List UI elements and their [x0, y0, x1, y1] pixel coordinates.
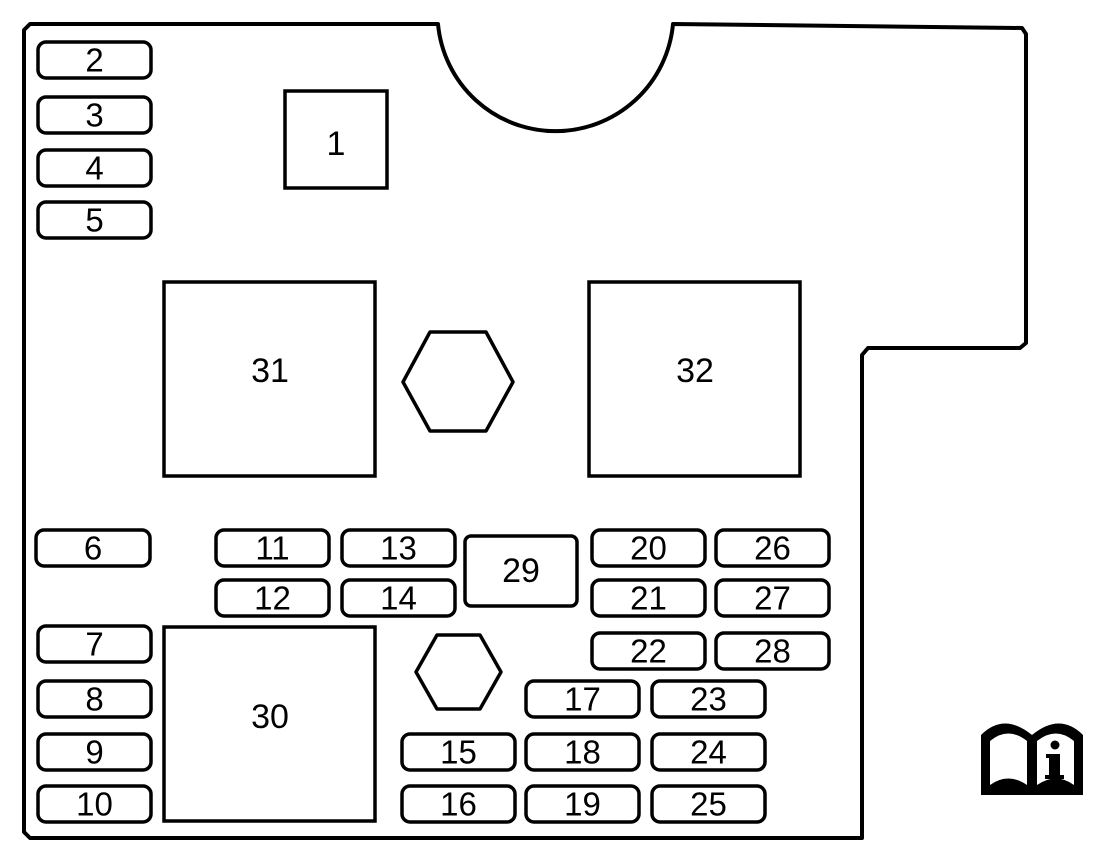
svg-text:2: 2 — [85, 42, 103, 79]
fuse-14[interactable]: 14 — [340, 578, 457, 618]
fuse-4[interactable]: 4 — [36, 148, 153, 188]
fuse-group: 2 3 4 5 6 7 8 9 10 11 12 13 14 15 16 17 … — [34, 40, 831, 824]
svg-text:22: 22 — [630, 633, 667, 670]
relay-group: 1 29 30 31 32 — [162, 89, 802, 823]
svg-text:28: 28 — [754, 633, 791, 670]
relay-29[interactable]: 29 — [463, 534, 579, 608]
fuse-21[interactable]: 21 — [590, 578, 707, 618]
fuse-18[interactable]: 18 — [524, 732, 641, 772]
fuse-22[interactable]: 22 — [590, 631, 707, 671]
fuse-5[interactable]: 5 — [36, 200, 153, 240]
svg-text:3: 3 — [85, 97, 103, 134]
fuse-28[interactable]: 28 — [714, 631, 831, 671]
svg-text:9: 9 — [85, 734, 103, 771]
svg-text:20: 20 — [630, 530, 667, 567]
relay-31[interactable]: 31 — [162, 280, 377, 478]
fuse-9[interactable]: 9 — [36, 732, 153, 772]
svg-text:13: 13 — [380, 530, 417, 567]
mounting-stud-upper — [401, 330, 515, 433]
svg-text:7: 7 — [85, 626, 103, 663]
svg-text:18: 18 — [564, 734, 601, 771]
svg-text:23: 23 — [690, 681, 727, 718]
svg-text:17: 17 — [564, 681, 601, 718]
fuse-24[interactable]: 24 — [650, 732, 767, 772]
svg-text:8: 8 — [85, 681, 103, 718]
fuse-17[interactable]: 17 — [524, 679, 641, 719]
relay-32[interactable]: 32 — [587, 280, 802, 478]
fuse-25[interactable]: 25 — [650, 784, 767, 824]
svg-text:10: 10 — [76, 786, 113, 823]
fuse-13[interactable]: 13 — [340, 528, 457, 568]
fuse-2[interactable]: 2 — [36, 40, 153, 80]
fuse-20[interactable]: 20 — [590, 528, 707, 568]
svg-text:16: 16 — [440, 786, 477, 823]
svg-text:5: 5 — [85, 202, 103, 239]
svg-text:4: 4 — [85, 150, 103, 187]
fuse-15[interactable]: 15 — [400, 732, 517, 772]
fuse-16[interactable]: 16 — [400, 784, 517, 824]
svg-text:15: 15 — [440, 734, 477, 771]
relay-30[interactable]: 30 — [162, 625, 377, 823]
fuse-26[interactable]: 26 — [714, 528, 831, 568]
svg-text:12: 12 — [254, 580, 291, 617]
fuse-27[interactable]: 27 — [714, 578, 831, 618]
svg-text:30: 30 — [251, 698, 289, 736]
fuse-19[interactable]: 19 — [524, 784, 641, 824]
fuse-8[interactable]: 8 — [36, 679, 153, 719]
svg-text:21: 21 — [630, 580, 667, 617]
svg-text:19: 19 — [564, 786, 601, 823]
fuse-6[interactable]: 6 — [34, 528, 152, 568]
svg-text:11: 11 — [255, 530, 289, 567]
svg-text:1: 1 — [327, 125, 346, 163]
fuse-11[interactable]: 11 — [214, 528, 331, 568]
svg-text:6: 6 — [84, 530, 102, 567]
fuse-23[interactable]: 23 — [650, 679, 767, 719]
fuse-10[interactable]: 10 — [36, 784, 153, 824]
relay-1[interactable]: 1 — [283, 89, 389, 190]
svg-text:24: 24 — [690, 734, 727, 771]
svg-text:25: 25 — [690, 786, 727, 823]
fuse-7[interactable]: 7 — [36, 624, 153, 664]
svg-text:31: 31 — [251, 352, 289, 390]
svg-text:14: 14 — [380, 580, 417, 617]
mounting-stud-lower — [414, 633, 503, 711]
fuse-12[interactable]: 12 — [214, 578, 331, 618]
svg-text:32: 32 — [676, 352, 714, 390]
svg-text:26: 26 — [754, 530, 791, 567]
fuse-3[interactable]: 3 — [36, 95, 153, 135]
svg-text:27: 27 — [754, 580, 791, 617]
fuse-block-outline — [22, 22, 1028, 840]
svg-text:29: 29 — [502, 552, 540, 590]
owners-manual-info-icon — [981, 723, 1083, 795]
